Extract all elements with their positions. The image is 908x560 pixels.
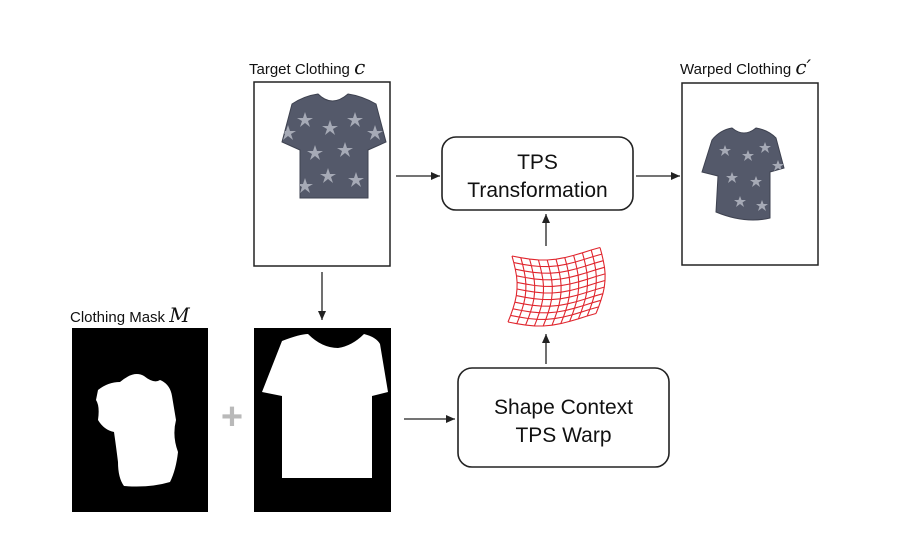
clothing-mask-label: Clothing Mask M (70, 303, 190, 327)
target-clothing-label: Target Clothing c (249, 55, 365, 79)
warped-clothing-text: Warped Clothing (680, 61, 792, 78)
tps-transformation-line1: TPS (517, 151, 558, 174)
shape-context-box: Shape Context TPS Warp (457, 367, 670, 468)
grid-row-line (512, 299, 602, 314)
mask-blob-shape (96, 374, 178, 487)
warped-clothing-symbol: c′ (795, 55, 812, 79)
warped-clothing-image (681, 82, 819, 266)
tps-transformation-box: TPS Transformation (441, 136, 634, 211)
tps-transformation-line2: Transformation (467, 179, 607, 202)
tshirt-target-icon (281, 93, 387, 199)
clothing-mask-text: Clothing Mask (70, 309, 166, 326)
grid-column-line (569, 255, 580, 322)
target-clothing-symbol: c (354, 55, 366, 79)
grid-row-line (516, 279, 606, 294)
target-clothing-text: Target Clothing (249, 61, 350, 78)
tshirt-mask-shape (262, 334, 388, 478)
grid-column-line (560, 257, 571, 324)
tshirt-warped-icon (701, 127, 785, 221)
grid-column-line (577, 252, 589, 320)
grid-row-line (516, 286, 605, 301)
shape-context-line2: TPS Warp (515, 424, 611, 447)
clothing-mask-image (72, 328, 208, 512)
grid-row-line (510, 306, 599, 320)
target-clothing-image (253, 81, 391, 267)
clothing-mask-symbol: M (169, 303, 190, 327)
warp-grid-icon (507, 246, 606, 327)
grid-row-line (507, 312, 597, 327)
grid-column-line (507, 255, 518, 323)
grid-column-line (595, 247, 606, 314)
target-mask-image (254, 328, 391, 512)
plus-icon: + (221, 396, 243, 438)
grid-row-line (514, 293, 604, 307)
shape-context-line1: Shape Context (494, 396, 633, 419)
warped-clothing-label: Warped Clothing c′ (680, 55, 811, 79)
grid-column-line (586, 249, 597, 317)
